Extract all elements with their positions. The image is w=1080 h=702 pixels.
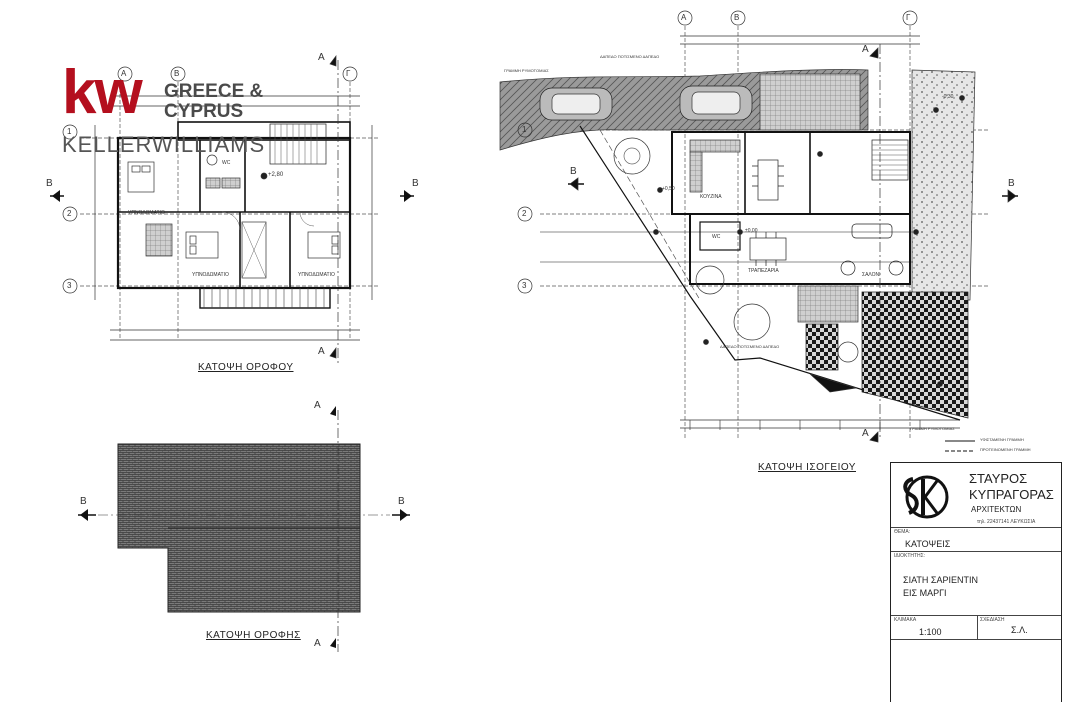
legend-proposed: ΠΡΟΤΕΙΝΟΜΕΝΗ ΓΡΑΜΜΗ <box>980 447 1031 452</box>
kw-logo-mark: kw <box>62 58 143 127</box>
grid-col-label: Α <box>681 13 687 22</box>
room-label: ΚΟΥΖΙΝΑ <box>700 194 722 200</box>
level-label: +0,50 <box>662 186 675 192</box>
room-label: ΥΠΝΟΔΩΜΑΤΙΟ <box>128 210 165 216</box>
section-mark-a: Α <box>862 428 869 439</box>
section-mark-a: Α <box>314 400 321 411</box>
title-block-divider <box>977 615 978 639</box>
grid-row-label: 2 <box>522 209 527 218</box>
first-floor-plan <box>50 54 414 365</box>
room-label: ΥΠΝΟΔΩΜΑΤΙΟ <box>192 272 229 278</box>
architect-title: ΑΡΧΙΤΕΚΤΩΝ <box>971 505 1022 514</box>
title-block: ΣΤΑΥΡΟΣ ΚΥΠΡΑΓΟΡΑΣ ΑΡΧΙΤΕΚΤΩΝ τηλ. 22437… <box>890 462 1062 702</box>
ground-floor-plan <box>499 10 1018 452</box>
title-block-divider <box>891 527 1061 528</box>
section-mark-b: Β <box>80 496 87 507</box>
subject-label: ΘΕΜΑ: <box>894 529 911 535</box>
section-mark-a: Α <box>314 638 321 649</box>
drawn-label: ΣΧΕΔΙΑΣΗ <box>980 617 1005 623</box>
grid-row-label: 3 <box>522 281 527 290</box>
title-block-divider <box>891 639 1061 640</box>
subject-value: ΚΑΤΟΨΕΙΣ <box>905 539 951 549</box>
scale-value: 1:100 <box>919 627 942 637</box>
pavement-label: ΔΑΠΕΔΟ ΠΟΤΙΣΜΕΝΟ ΔΑΠΕΔΟ <box>600 54 660 59</box>
architect-name-line2: ΚΥΠΡΑΓΟΡΑΣ <box>969 487 1054 502</box>
section-mark-b: Β <box>412 178 419 189</box>
boundary-label: ΓΡΑΜΜΗ ΡΥΜΟΤΟΜΙΑΣ <box>910 426 955 431</box>
grid-row-label: 1 <box>522 125 527 134</box>
grid-col-label: Β <box>174 69 180 78</box>
roof-plan <box>78 406 410 652</box>
ground-floor-caption: ΚΑΤΟΨΗ ΙΣΟΓΕΙΟΥ <box>758 462 856 473</box>
grid-col-label: Α <box>121 69 127 78</box>
pavement-label: ΔΑΠΕΔΟ ΠΟΤΙΣΜΕΝΟ ΔΑΠΕΔΟ <box>720 344 780 349</box>
grid-row-label: 2 <box>67 209 72 218</box>
architect-logo-icon <box>903 475 949 519</box>
level-label: -0,30 <box>942 94 954 100</box>
scale-label: ΚΛΙΜΑΚΑ <box>894 617 917 623</box>
section-mark-b: Β <box>1008 178 1015 189</box>
title-block-divider <box>891 551 1061 552</box>
room-label: ΣΑΛΟΝΙ <box>862 272 881 278</box>
owner-label: ΙΔΙΟΚΤΗΤΗΣ: <box>894 553 926 559</box>
section-mark-b: Β <box>570 166 577 177</box>
architect-contact: τηλ. 22437141 ΛΕΥΚΩΣΙΑ <box>977 519 1036 525</box>
grid-col-label: Γ <box>346 69 351 78</box>
section-mark-a: Α <box>862 44 869 55</box>
kw-region-line1: GREECE & <box>164 81 264 102</box>
room-label: ΥΠΝΟΔΩΜΑΤΙΟ <box>298 272 335 278</box>
kw-region: GREECE & CYPRUS <box>164 82 263 122</box>
section-mark-a: Α <box>318 52 325 63</box>
room-label: WC <box>222 160 231 166</box>
grid-row-label: 3 <box>67 281 72 290</box>
architect-name-line1: ΣΤΑΥΡΟΣ <box>969 471 1028 486</box>
title-block-divider <box>891 615 1061 616</box>
level-label: +2,80 <box>268 172 284 178</box>
kw-region-line2: CYPRUS <box>164 101 244 122</box>
grid-col-label: Γ <box>906 13 911 22</box>
kw-brand-name: KELLERWILLIAMS <box>62 132 266 157</box>
section-mark-a: Α <box>318 346 325 357</box>
grid-col-label: Β <box>734 13 740 22</box>
drawn-value: Σ.Λ. <box>1011 625 1028 635</box>
level-label: ±0,00 <box>745 228 758 234</box>
legend-existing: ΥΦΙΣΤΑΜΕΝΗ ΓΡΑΜΜΗ <box>980 437 1024 442</box>
first-floor-caption: ΚΑΤΟΨΗ ΟΡΟΦΟΥ <box>198 362 294 373</box>
room-label: WC <box>712 234 721 240</box>
owner-line1: ΣΙΑΤΗ ΣΑΡΙΕΝΤΙΝ <box>903 575 978 585</box>
roof-caption: ΚΑΤΟΨΗ ΟΡΟΦΗΣ <box>206 630 301 641</box>
section-mark-b: Β <box>398 496 405 507</box>
boundary-label: ΓΡΑΜΜΗ ΡΥΜΟΤΟΜΙΑΣ <box>504 68 549 73</box>
owner-line2: ΕΙΣ ΜΑΡΓΙ <box>903 588 947 598</box>
grid-row-label: 1 <box>67 127 72 136</box>
room-label: ΤΡΑΠΕΖΑΡΙΑ <box>748 268 779 274</box>
section-mark-b: Β <box>46 178 53 189</box>
